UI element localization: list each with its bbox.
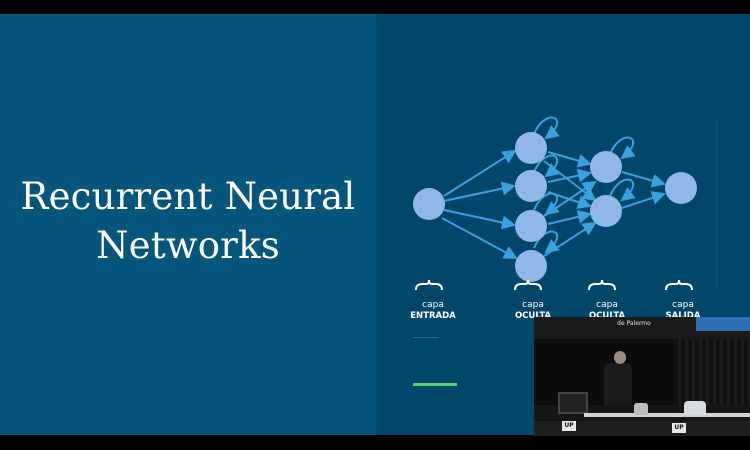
- layer-label-oculta-2: capa OCULTA: [588, 300, 626, 321]
- chair: [634, 403, 648, 415]
- edge-in-h1b: [443, 181, 516, 202]
- node-input: [413, 188, 445, 220]
- up-logo-badge: UP: [562, 421, 576, 431]
- edge-h1c-h2b: [547, 209, 592, 225]
- monitor: [558, 392, 588, 414]
- node-hidden2-2: [590, 195, 622, 227]
- layer-label-entrada: capa ENTRADA: [410, 300, 456, 321]
- brace-oculta-1: [514, 279, 542, 291]
- node-hidden1-2: [515, 170, 547, 202]
- slide-title-line-1: Recurrent Neural: [20, 175, 356, 218]
- edge-h2a-out: [621, 171, 666, 188]
- edge-h2b-out: [621, 191, 666, 209]
- curtain: [674, 339, 750, 405]
- node-hidden1-3: [515, 210, 547, 242]
- loop-h1d: [533, 230, 560, 254]
- loop-h2b: [609, 178, 636, 202]
- edge-h1b-h2a: [547, 168, 592, 183]
- node-output: [665, 172, 697, 204]
- brace-oculta-2: [588, 279, 616, 291]
- speaker-body: [604, 363, 632, 405]
- loop-h2a: [609, 136, 636, 160]
- up-logo-badge: UP: [672, 423, 686, 433]
- brace-salida: [665, 279, 693, 291]
- venue-sign: de Palermo: [610, 318, 658, 330]
- speaker-head: [614, 351, 626, 364]
- vertical-rule: [716, 118, 717, 288]
- accent-line: [413, 383, 457, 386]
- edge-in-h1a: [443, 149, 517, 197]
- loop-h1a: [533, 116, 560, 140]
- divider-line: [413, 337, 439, 338]
- edge-in-h1d: [441, 217, 518, 259]
- edge-h1c-h2a: [543, 180, 597, 217]
- edge-in-h1c: [443, 209, 516, 230]
- slide-title-line-2: Networks: [96, 224, 280, 267]
- projector-screen: [696, 317, 750, 331]
- speaker-video-overlay: de Palermo UP UP: [534, 317, 750, 436]
- node-hidden1-1: [515, 132, 547, 164]
- slide-left-pane: [0, 14, 376, 435]
- node-hidden2-1: [590, 151, 622, 183]
- rnn-diagram: [413, 116, 697, 291]
- chair: [684, 401, 706, 415]
- edge-h1a-h2a: [547, 151, 592, 168]
- edge-h1d-h2b: [543, 221, 597, 257]
- layer-label-oculta-1: capa OCULTA: [514, 300, 552, 321]
- panel-table: [584, 413, 750, 417]
- loop-h1b: [533, 154, 560, 178]
- node-hidden1-4: [515, 250, 547, 282]
- brace-entrada: [415, 279, 443, 291]
- slide-title: Recurrent Neural Networks: [0, 172, 376, 270]
- loop-h1c: [533, 192, 560, 216]
- layer-label-salida: capa SALIDA: [665, 300, 701, 321]
